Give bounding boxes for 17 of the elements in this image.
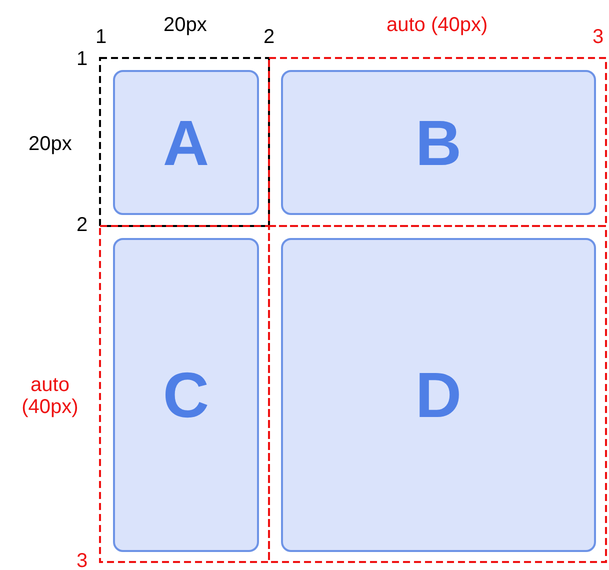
track-size: 20px (164, 14, 207, 36)
line-number: 3 (76, 550, 88, 570)
line-number: 1 (96, 26, 107, 48)
item-letter: C (162, 358, 210, 432)
grid-item-box (281, 70, 596, 215)
line-number: 2 (76, 214, 88, 236)
item-letter: B (415, 106, 462, 180)
line-number: 3 (592, 26, 604, 48)
track-size: auto (40px) (20, 374, 80, 418)
track-size: auto (40px) (386, 14, 488, 36)
line-number: 1 (76, 48, 88, 70)
grid-item-box (113, 70, 259, 215)
track-size: 20px (28, 133, 72, 155)
line-number: 2 (264, 26, 275, 48)
item-letter: D (415, 358, 462, 432)
grid-item-box (113, 238, 259, 552)
item-letter: A (162, 106, 210, 180)
